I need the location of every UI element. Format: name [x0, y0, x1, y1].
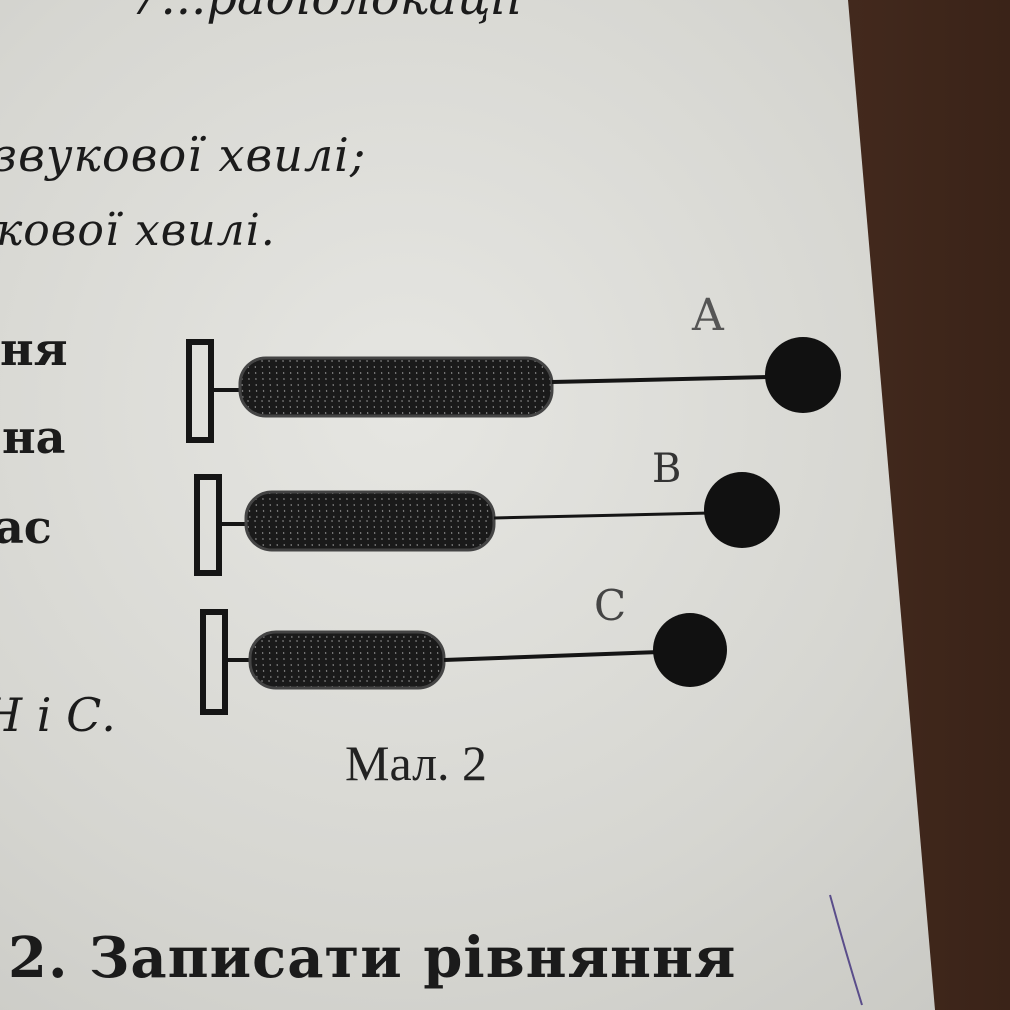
- text-line-1: звукової хвилі;: [0, 128, 367, 182]
- label-c: C: [594, 581, 626, 630]
- pendulum-c: [200, 609, 727, 715]
- text-line-2: кової хвилі.: [0, 205, 276, 256]
- pendulum-a: [186, 337, 841, 443]
- text-fragment-2: на: [2, 410, 66, 464]
- next-task-heading: 2. Записати рівняння: [8, 925, 737, 991]
- label-b: B: [652, 446, 681, 492]
- pendulum-b: [194, 472, 780, 576]
- text-fragment-4: Н і С.: [0, 688, 116, 742]
- text-fragment-3: ас: [0, 500, 52, 554]
- label-a: A: [691, 290, 725, 341]
- figure-caption: Мал. 2: [345, 735, 487, 791]
- pen-mark: [829, 894, 863, 1006]
- text-top-cut: 7...радіолокації: [130, 0, 521, 26]
- text-fragment-1: ня: [0, 322, 68, 376]
